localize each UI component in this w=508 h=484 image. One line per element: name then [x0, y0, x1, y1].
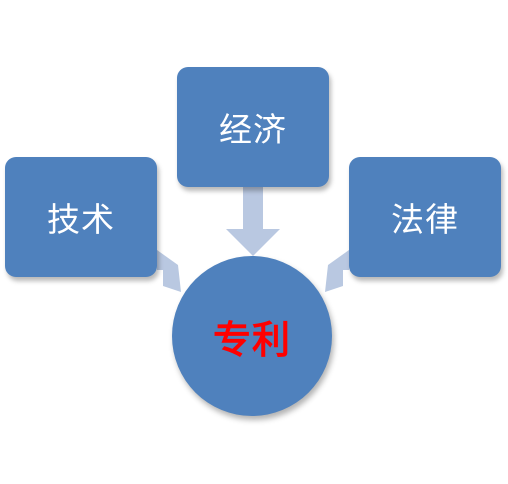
node-patent: 专利 [172, 256, 332, 416]
node-law-label: 法律 [391, 200, 459, 239]
arrow-top-to-center [226, 187, 280, 256]
node-technology: 技术 [5, 157, 157, 277]
node-technology-label: 技术 [47, 200, 115, 239]
arrow-right-to-center [325, 250, 349, 292]
node-patent-label: 专利 [212, 317, 291, 362]
node-economy-label: 经济 [219, 110, 287, 149]
node-law: 法律 [349, 157, 501, 277]
arrow-left-to-center [157, 250, 181, 292]
node-economy: 经济 [177, 67, 329, 187]
